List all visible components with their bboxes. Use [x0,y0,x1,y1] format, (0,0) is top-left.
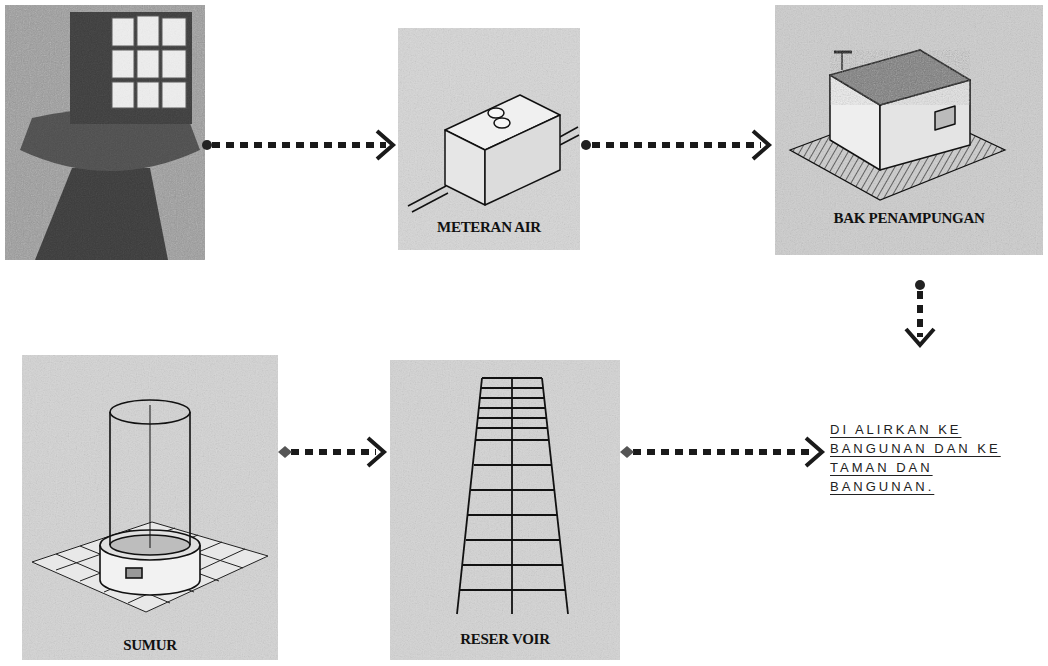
dotted-line [592,142,761,148]
flow-note: DI ALIRKAN KE BANGUNAN DAN KE TAMAN DAN … [830,420,1002,496]
reservoir-drawing [390,360,620,660]
dotted-arrow [906,280,934,345]
arrow-head [368,438,384,466]
dotted-arrow [278,438,384,466]
dotted-line [633,449,814,455]
panel-label: METERAN AIR [437,219,541,236]
dotted-line [917,291,923,337]
dotted-arrow [581,131,769,159]
picture-panel: BAK PENAMPUNGAN [775,5,1043,255]
picture-panel: METERAN AIR [398,28,580,250]
panel-label: RESER VOIR [460,631,549,648]
picture-panel: SUMUR [22,355,278,660]
arrow-head [806,438,822,466]
panel-label: SUMUR [123,637,177,654]
well-drawing [22,355,278,660]
start-diamond [620,446,634,458]
arrow-head [906,329,934,345]
start-dot [581,140,591,150]
dotted-line [291,449,376,455]
panel-label: BAK PENAMPUNGAN [834,210,985,227]
water-tower-photo [5,5,205,260]
holding-tank-drawing [775,5,1043,255]
arrow-head [753,131,769,159]
water-meter-drawing [398,28,580,250]
dotted-arrow [202,131,393,159]
picture-panel: RESER VOIR [390,360,620,660]
start-diamond [278,446,292,458]
dotted-arrow [620,438,822,466]
note-block: DI ALIRKAN KE BANGUNAN DAN KE TAMAN DAN … [830,420,1002,496]
start-dot [915,280,925,290]
